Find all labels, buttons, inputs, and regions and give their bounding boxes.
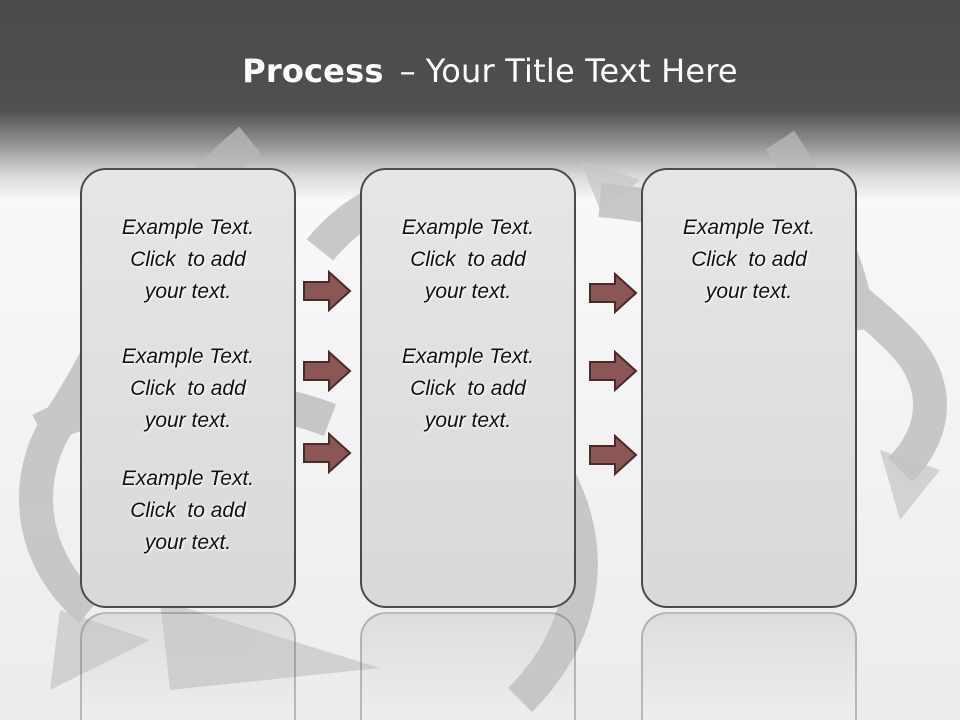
text-line: Example Text.: [401, 216, 535, 239]
slide-title[interactable]: Process–Your Title Text Here: [0, 52, 960, 90]
text-line: Example Text.: [121, 467, 255, 490]
text-placeholder[interactable]: Example Text. Click to add your text.: [82, 341, 294, 437]
box-reflection: [641, 612, 857, 720]
text-line: your text.: [705, 280, 793, 303]
text-line: Click to add: [410, 377, 526, 400]
process-box-2: Example Text. Click to add your text. Ex…: [360, 168, 576, 608]
box-reflection: [80, 612, 296, 720]
text-line: Click to add: [691, 248, 807, 271]
text-line: your text.: [144, 409, 232, 432]
text-line: Click to add: [410, 248, 526, 271]
text-line: Click to add: [130, 248, 246, 271]
title-bold-text: Process: [242, 52, 384, 90]
text-placeholder[interactable]: Example Text. Click to add your text.: [362, 341, 574, 437]
title-separator: –: [399, 52, 416, 90]
text-line: Example Text.: [401, 345, 535, 368]
text-line: your text.: [144, 531, 232, 554]
text-line: Example Text.: [682, 216, 816, 239]
arrow-right-icon: [303, 432, 352, 474]
arrow-right-icon: [589, 434, 638, 476]
text-placeholder[interactable]: Example Text. Click to add your text.: [643, 212, 855, 308]
text-line: your text.: [424, 409, 512, 432]
arrow-right-icon: [303, 270, 352, 312]
arrow-right-icon: [589, 350, 638, 392]
text-placeholder[interactable]: Example Text. Click to add your text.: [362, 212, 574, 308]
text-line: Example Text.: [121, 216, 255, 239]
text-line: Example Text.: [121, 345, 255, 368]
box-reflection: [360, 612, 576, 720]
text-line: Click to add: [130, 377, 246, 400]
text-line: your text.: [424, 280, 512, 303]
process-box-1: Example Text. Click to add your text. Ex…: [80, 168, 296, 608]
text-line: your text.: [144, 280, 232, 303]
text-line: Click to add: [130, 499, 246, 522]
arrow-right-icon: [303, 350, 352, 392]
text-placeholder[interactable]: Example Text. Click to add your text.: [82, 463, 294, 559]
title-rest-text: Your Title Text Here: [425, 52, 738, 90]
process-box-3: Example Text. Click to add your text.: [641, 168, 857, 608]
arrow-right-icon: [589, 272, 638, 314]
text-placeholder[interactable]: Example Text. Click to add your text.: [82, 212, 294, 308]
